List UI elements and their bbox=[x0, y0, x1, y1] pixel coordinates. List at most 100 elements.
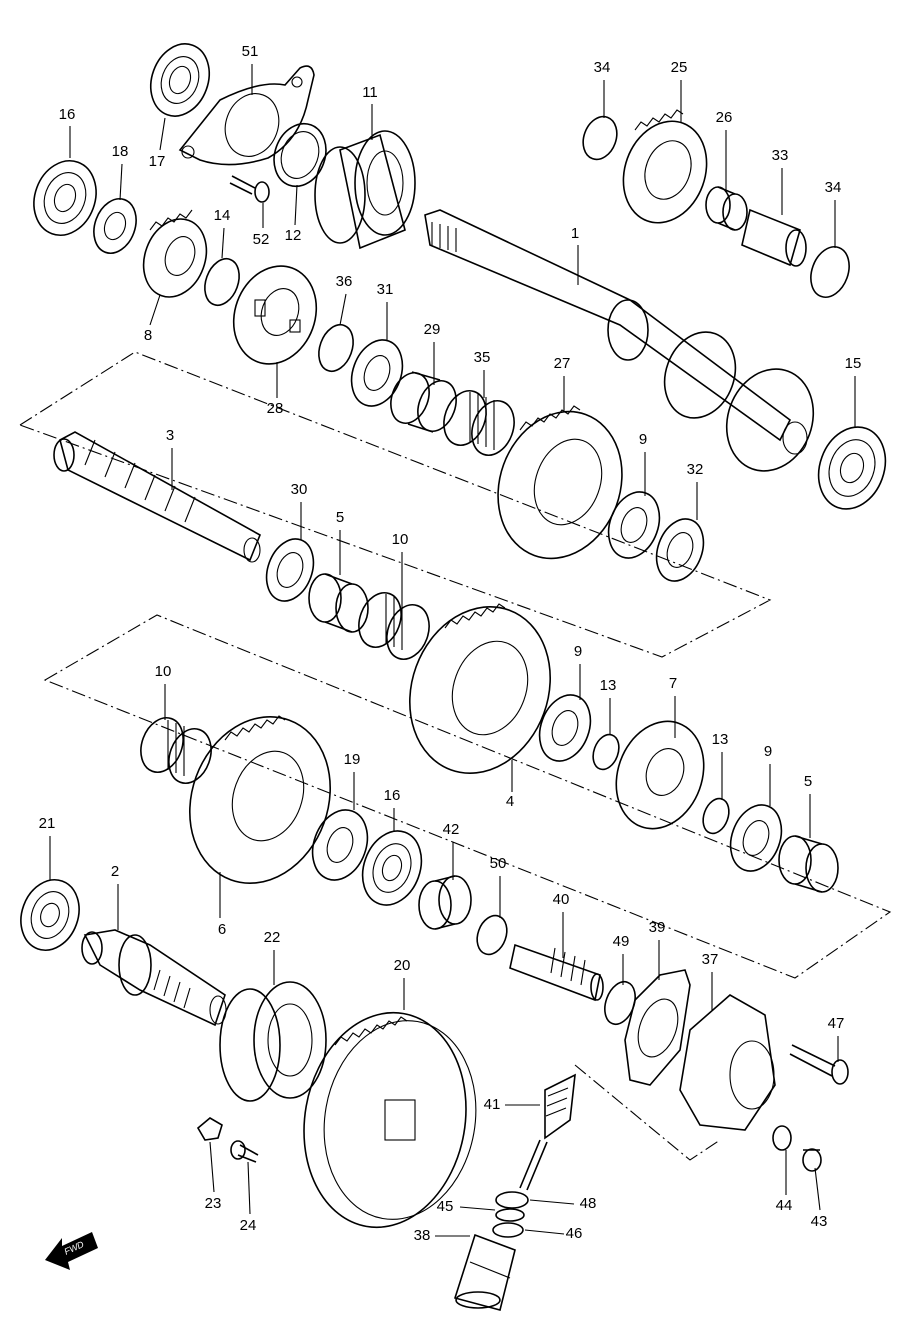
bearing-16-shape bbox=[33, 160, 97, 236]
needle-bearing-10b-shape bbox=[140, 717, 212, 784]
bearing-11-shape bbox=[314, 130, 416, 250]
washer-18-shape bbox=[93, 198, 137, 254]
leader-line-p17 bbox=[159, 117, 166, 151]
part-number-label-p41: 41 bbox=[484, 1096, 501, 1113]
part-number-label-p42: 42 bbox=[443, 821, 460, 838]
group-outline-oil-pump bbox=[574, 1064, 721, 1161]
part-number-label-p23: 23 bbox=[205, 1195, 222, 1212]
part-number-label-p51: 51 bbox=[242, 43, 259, 60]
part-number-label-p36: 36 bbox=[336, 273, 353, 290]
leader-line-p12 bbox=[294, 184, 298, 226]
part-number-label-p20: 20 bbox=[394, 957, 411, 974]
washer-50-shape bbox=[476, 914, 508, 956]
bolt-43-shape bbox=[802, 1148, 822, 1172]
gear-20-shape bbox=[303, 1011, 477, 1229]
part-number-label-p34a: 34 bbox=[594, 59, 611, 76]
leader-line-p46 bbox=[524, 1229, 565, 1235]
part-number-label-p9b: 9 bbox=[574, 643, 582, 660]
leader-line-p43 bbox=[814, 1167, 821, 1211]
part-number-label-p9a: 9 bbox=[639, 431, 647, 448]
part-number-label-p6: 6 bbox=[218, 921, 226, 938]
bearing-16b-shape bbox=[361, 830, 423, 906]
bushing-26-shape bbox=[705, 186, 748, 231]
countershaft-1-shape bbox=[424, 209, 815, 472]
group-outline-lower bbox=[43, 614, 892, 979]
part-number-label-p17: 17 bbox=[149, 153, 166, 170]
washer-44-shape bbox=[772, 1125, 792, 1151]
washer-9c-shape bbox=[729, 804, 783, 872]
part-number-label-p16a: 16 bbox=[59, 106, 76, 123]
plate-23-shape bbox=[196, 1117, 223, 1141]
gear-25-shape bbox=[622, 109, 708, 224]
leader-line-p36 bbox=[339, 293, 347, 326]
bushing-5b-shape bbox=[778, 835, 839, 893]
part-number-label-p12: 12 bbox=[285, 227, 302, 244]
spacer-33-shape bbox=[741, 208, 807, 267]
part-number-label-p32: 32 bbox=[687, 461, 704, 478]
part-number-label-p1: 1 bbox=[571, 225, 579, 242]
part-number-label-p37: 37 bbox=[702, 951, 719, 968]
part-number-label-p39: 39 bbox=[649, 919, 666, 936]
output-shaft-2-shape bbox=[81, 929, 227, 1027]
circlip-36-shape bbox=[318, 323, 354, 373]
part-number-label-p10a: 10 bbox=[392, 531, 409, 548]
part-number-label-p28: 28 bbox=[267, 400, 284, 417]
part-number-label-p2: 2 bbox=[111, 863, 119, 880]
bushing-29-shape bbox=[390, 371, 457, 433]
part-number-label-p33: 33 bbox=[772, 147, 789, 164]
part-number-label-p45: 45 bbox=[437, 1198, 454, 1215]
group-outline-upper bbox=[18, 351, 772, 658]
part-number-label-p25: 25 bbox=[671, 59, 688, 76]
circlip-14-shape bbox=[204, 257, 240, 307]
part-number-label-p47: 47 bbox=[828, 1015, 845, 1032]
part-number-label-p15: 15 bbox=[845, 355, 862, 372]
bearing-17-shape bbox=[150, 43, 210, 117]
gear-27-shape bbox=[497, 405, 623, 560]
part-number-label-p5b: 5 bbox=[804, 773, 812, 790]
bearing-42-shape bbox=[418, 875, 472, 930]
pump-shaft-40-shape bbox=[509, 943, 604, 1002]
leader-line-p48 bbox=[529, 1199, 575, 1205]
circlip-13a-shape bbox=[592, 733, 620, 771]
part-number-label-p9c: 9 bbox=[764, 743, 772, 760]
part-number-label-p22: 22 bbox=[264, 929, 281, 946]
part-number-label-p21: 21 bbox=[39, 815, 56, 832]
part-number-label-p49: 49 bbox=[613, 933, 630, 950]
washer-34a-shape bbox=[582, 115, 618, 161]
part-number-label-p8: 8 bbox=[144, 327, 152, 344]
seal-12-shape bbox=[273, 122, 327, 188]
part-number-label-p24: 24 bbox=[240, 1217, 257, 1234]
bearing-21-shape bbox=[20, 879, 80, 951]
part-number-label-p19: 19 bbox=[344, 751, 361, 768]
part-number-label-p40: 40 bbox=[553, 891, 570, 908]
part-number-label-p16b: 16 bbox=[384, 787, 401, 804]
bolt-47-shape bbox=[789, 1044, 849, 1085]
part-number-label-p29: 29 bbox=[424, 321, 441, 338]
driveshaft-3-shape bbox=[53, 431, 262, 563]
washer-9a-shape bbox=[607, 491, 661, 559]
washer-48-shape bbox=[495, 1191, 529, 1209]
part-number-label-p3: 3 bbox=[166, 427, 174, 444]
shifter-28-shape bbox=[232, 265, 318, 365]
part-number-label-p14: 14 bbox=[214, 207, 231, 224]
bearing-15-shape bbox=[817, 426, 887, 510]
forward-direction-arrow: FWD bbox=[45, 1232, 98, 1270]
gear-8-shape bbox=[142, 209, 208, 298]
part-number-label-p5a: 5 bbox=[336, 509, 344, 526]
sleeve-38-shape bbox=[453, 1233, 516, 1311]
washer-34b-shape bbox=[810, 246, 850, 298]
bearing-22-shape bbox=[219, 981, 327, 1102]
part-number-label-p48: 48 bbox=[580, 1195, 597, 1212]
part-number-label-p18: 18 bbox=[112, 143, 129, 160]
part-number-label-p44: 44 bbox=[776, 1197, 793, 1214]
leader-line-p18 bbox=[119, 163, 123, 201]
washer-9b-shape bbox=[538, 694, 592, 762]
part-number-label-p13b: 13 bbox=[712, 731, 729, 748]
screw-52-shape bbox=[229, 175, 270, 203]
washer-30-shape bbox=[265, 538, 315, 602]
washer-45-shape bbox=[495, 1208, 525, 1222]
bracket-51-shape bbox=[178, 65, 315, 166]
part-number-label-p35: 35 bbox=[474, 349, 491, 366]
